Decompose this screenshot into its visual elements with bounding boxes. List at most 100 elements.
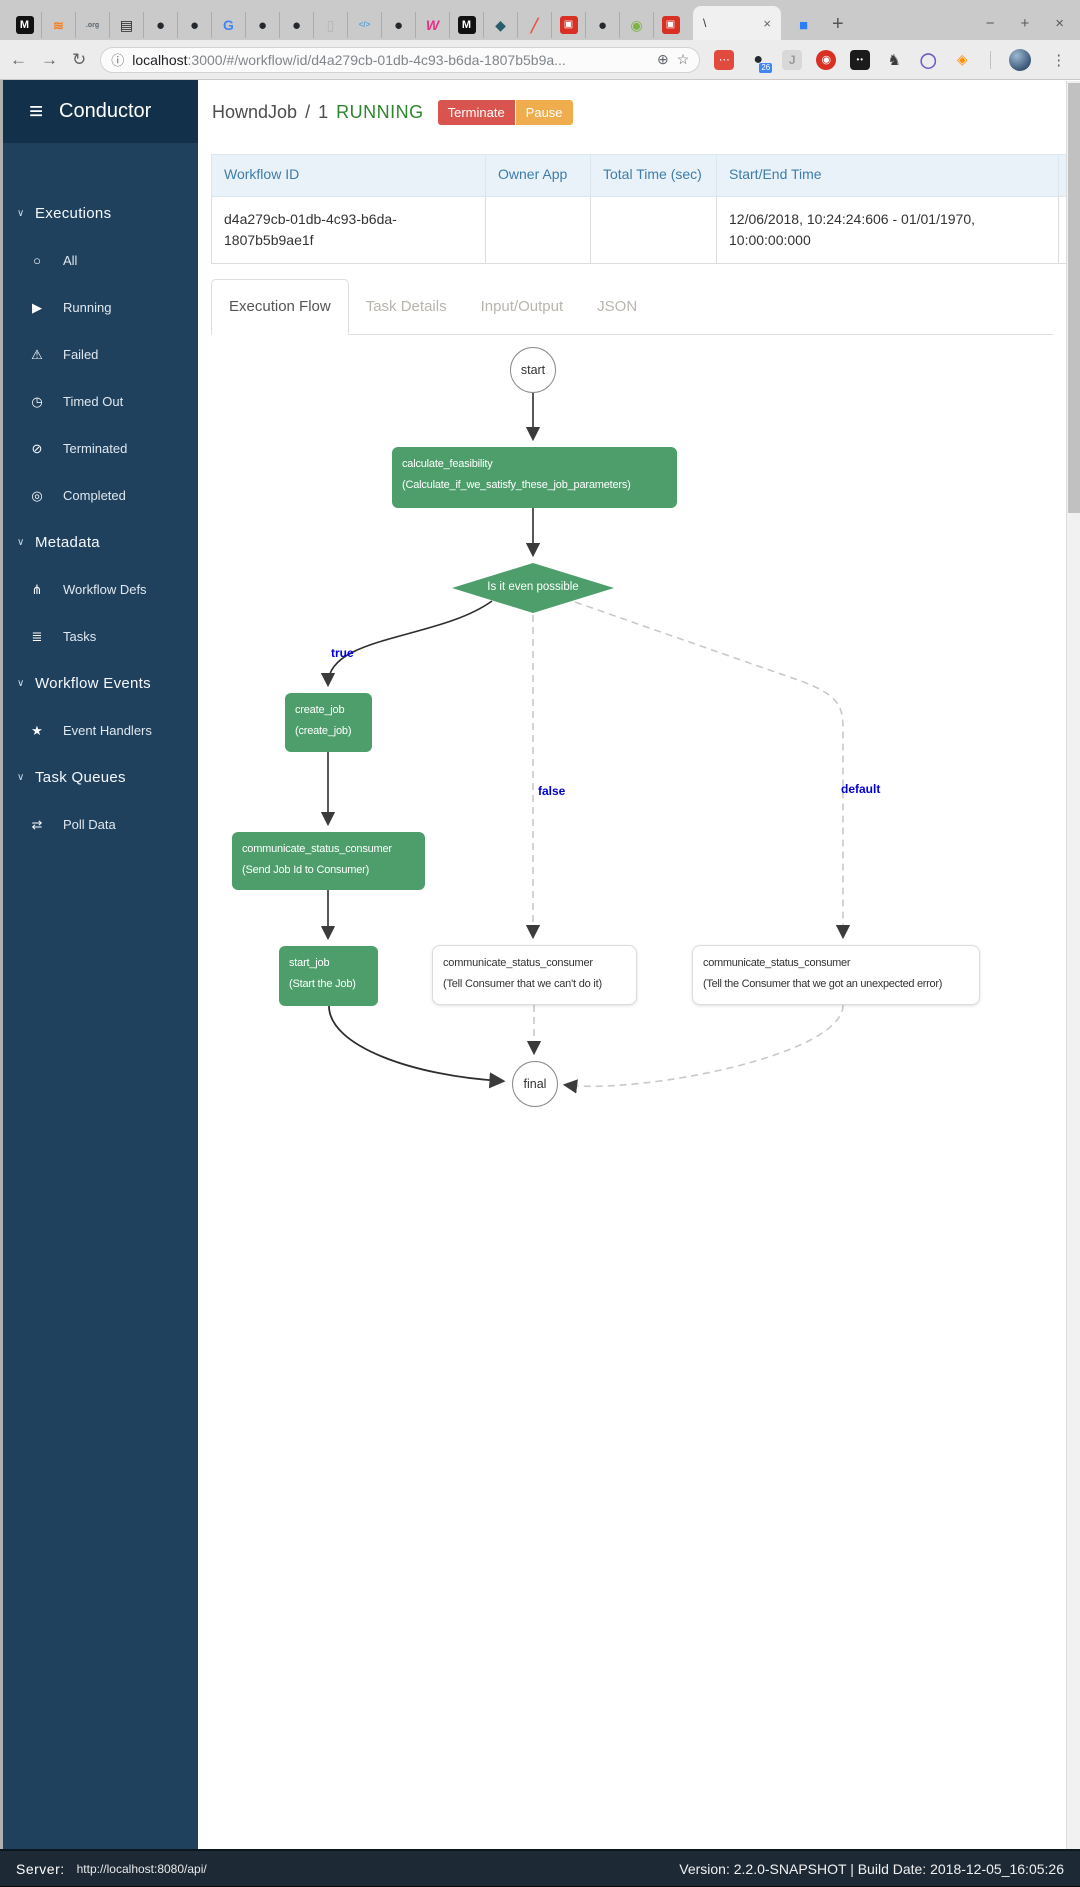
flow-node-final[interactable]: final bbox=[512, 1061, 558, 1107]
extension-icon-power[interactable]: ◉ bbox=[816, 49, 837, 70]
flow-node-unexpected-error[interactable]: communicate_status_consumer (Tell the Co… bbox=[692, 945, 980, 1005]
pinned-tab[interactable]: ╱ bbox=[517, 12, 551, 38]
sidebar-item-label: Poll Data bbox=[63, 817, 116, 832]
pinned-tab[interactable]: G bbox=[211, 12, 245, 38]
bookmark-star-icon[interactable]: ☆ bbox=[676, 51, 690, 67]
pinned-tab[interactable]: ▯ bbox=[313, 12, 347, 38]
pinned-tab[interactable]: .org bbox=[75, 12, 109, 38]
pinned-tab[interactable]: ● bbox=[143, 12, 177, 38]
owner-app-cell bbox=[485, 196, 591, 264]
node-sublabel: (Tell the Consumer that we got an unexpe… bbox=[703, 978, 943, 990]
decision-diamond[interactable] bbox=[452, 563, 614, 613]
pinned-tab[interactable]: ▤ bbox=[109, 12, 143, 38]
workflow-header: HowndJob / 1 RUNNING Terminate Pause bbox=[212, 96, 1080, 128]
flow-node-cant-do-it[interactable]: communicate_status_consumer (Tell Consum… bbox=[432, 945, 637, 1005]
node-sublabel: (Tell Consumer that we can't do it) bbox=[443, 978, 602, 990]
pinned-tab[interactable]: ◉ bbox=[619, 12, 653, 38]
pinned-tab[interactable]: ● bbox=[279, 12, 313, 38]
tab-task-details[interactable]: Task Details bbox=[365, 298, 447, 315]
node-label: communicate_status_consumer bbox=[242, 843, 392, 855]
app-header: ≡ Conductor bbox=[3, 80, 198, 143]
browser-menu-icon[interactable]: ⋮ bbox=[1051, 51, 1067, 69]
document-favicon: ▯ bbox=[326, 17, 335, 33]
scrollbar-thumb[interactable] bbox=[1068, 83, 1080, 513]
status-badge: RUNNING bbox=[336, 101, 424, 122]
tab-close-icon[interactable]: × bbox=[763, 15, 771, 31]
sidebar-section-workflow-events[interactable]: ∨Workflow Events bbox=[3, 660, 198, 707]
pinned-tab[interactable]: ▣ bbox=[551, 12, 585, 38]
sidebar-item-running[interactable]: ▶Running bbox=[3, 284, 198, 331]
flow-node-send-status[interactable]: communicate_status_consumer (Send Job Id… bbox=[232, 832, 425, 890]
sidebar-item-event-handlers[interactable]: ★Event Handlers bbox=[3, 707, 198, 754]
extension-icon-witch[interactable]: ♞ bbox=[887, 51, 901, 69]
flow-node-create-job[interactable]: create_job (create_job) bbox=[285, 693, 372, 752]
flow-node-calculate-feasibility[interactable]: calculate_feasibility (Calculate_if_we_s… bbox=[392, 447, 677, 508]
flow-node-start[interactable]: start bbox=[510, 347, 556, 393]
hamburger-menu-icon[interactable]: ≡ bbox=[29, 97, 44, 125]
column-header: Total Time (sec) bbox=[590, 154, 717, 197]
terminate-button[interactable]: Terminate bbox=[437, 99, 515, 125]
extension-icon-dart[interactable]: ◈ bbox=[956, 51, 968, 67]
extension-icon-mask[interactable]: •• bbox=[850, 49, 871, 70]
tab-json[interactable]: JSON bbox=[597, 298, 638, 315]
pinned-tab[interactable]: ■ bbox=[787, 12, 820, 38]
minimize-button[interactable]: − bbox=[985, 15, 995, 32]
extension-icon-github[interactable]: ●26 bbox=[748, 50, 773, 73]
zoom-icon[interactable]: ⊕ bbox=[656, 51, 669, 67]
pinned-tab[interactable]: ● bbox=[585, 12, 619, 38]
edge-startjob-to-final bbox=[328, 1005, 506, 1089]
tab-input-output[interactable]: Input/Output bbox=[480, 298, 564, 315]
sidebar-section-executions[interactable]: ∨Executions bbox=[3, 190, 198, 237]
tab-execution-flow[interactable]: Execution Flow bbox=[211, 279, 349, 335]
extension-icon-ring[interactable]: ◯ bbox=[919, 51, 937, 69]
sidebar-section-metadata[interactable]: ∨Metadata bbox=[3, 519, 198, 566]
edge-label-default: default bbox=[841, 782, 881, 796]
extension-icon-j[interactable]: J bbox=[782, 49, 803, 70]
github-favicon: ● bbox=[393, 16, 404, 34]
reload-button[interactable]: ↻ bbox=[72, 49, 87, 69]
edge-true bbox=[320, 600, 493, 688]
sidebar-item-terminated[interactable]: ⊘Terminated bbox=[3, 425, 198, 472]
pinned-tab[interactable]: ≋ bbox=[41, 12, 75, 38]
address-bar[interactable]: ⓘ localhost:3000/#/workflow/id/d4a279cb-… bbox=[100, 46, 701, 73]
extension-icon-notes[interactable]: ⋯ bbox=[714, 49, 735, 70]
pinned-tab[interactable]: ● bbox=[177, 12, 211, 38]
server-label: Server: bbox=[16, 1860, 65, 1877]
pause-button[interactable]: Pause bbox=[515, 99, 573, 125]
circle-icon: ○ bbox=[33, 253, 41, 268]
url-text[interactable]: localhost:3000/#/workflow/id/d4a279cb-01… bbox=[132, 52, 649, 68]
pinned-tab[interactable]: ● bbox=[381, 12, 415, 38]
new-tab-button[interactable]: + bbox=[832, 13, 844, 35]
close-button[interactable]: × bbox=[1055, 15, 1064, 32]
sidebar-section-task-queues[interactable]: ∨Task Queues bbox=[3, 754, 198, 801]
sidebar: ≡ Conductor ∨Executions ○All ▶Running ⚠F… bbox=[3, 80, 198, 1849]
active-tab[interactable]: \ × bbox=[693, 6, 781, 40]
sidebar-item-failed[interactable]: ⚠Failed bbox=[3, 331, 198, 378]
pinned-tab[interactable]: ● bbox=[245, 12, 279, 38]
pinned-tab[interactable]: ◆ bbox=[483, 12, 517, 38]
github-glyph: ● bbox=[753, 50, 764, 68]
pinned-tab[interactable]: M bbox=[8, 12, 41, 38]
sidebar-item-tasks[interactable]: ≣Tasks bbox=[3, 613, 198, 660]
sidebar-item-timed-out[interactable]: ◷Timed Out bbox=[3, 378, 198, 425]
pinned-tab[interactable]: M bbox=[449, 12, 483, 38]
forward-button[interactable]: → bbox=[41, 49, 58, 69]
pinned-tab[interactable]: ▣ bbox=[653, 12, 687, 38]
pinned-tab[interactable]: W bbox=[415, 12, 449, 38]
maximize-button[interactable]: + bbox=[1020, 15, 1030, 32]
page-scrollbar[interactable] bbox=[1066, 81, 1080, 1849]
sidebar-item-all[interactable]: ○All bbox=[3, 237, 198, 284]
back-button[interactable]: ← bbox=[10, 49, 27, 69]
sidebar-item-workflow-defs[interactable]: ⋔Workflow Defs bbox=[3, 566, 198, 613]
app-title[interactable]: Conductor bbox=[59, 100, 152, 122]
node-sublabel: (Calculate_if_we_satisfy_these_job_param… bbox=[402, 479, 631, 491]
flow-node-start-job[interactable]: start_job (Start the Job) bbox=[279, 946, 378, 1006]
sidebar-item-completed[interactable]: ◎Completed bbox=[3, 472, 198, 519]
profile-avatar[interactable] bbox=[1009, 48, 1032, 71]
jboss-favicon: .org bbox=[85, 21, 100, 29]
page-info-icon[interactable]: ⓘ bbox=[111, 53, 125, 68]
start-end-time-cell: 12/06/2018, 10:24:24:606 - 01/01/1970, 1… bbox=[716, 196, 1059, 264]
pinned-tab[interactable]: </> bbox=[347, 12, 381, 38]
conductor-app: ≡ Conductor ∨Executions ○All ▶Running ⚠F… bbox=[0, 80, 1080, 1849]
sidebar-item-poll-data[interactable]: ⇄Poll Data bbox=[3, 801, 198, 848]
